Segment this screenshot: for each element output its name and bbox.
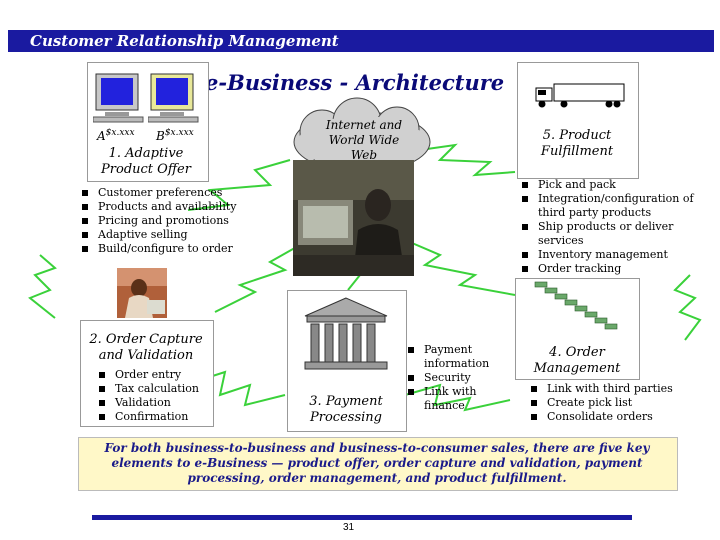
- order-mgmt-box: [515, 278, 640, 380]
- connector-center-to-offer: [187, 159, 291, 211]
- connector-center-to-fulfillment: [419, 143, 516, 177]
- header-bar: [8, 30, 714, 52]
- bullet-item: Link with finance: [408, 385, 498, 413]
- order-capture-bullets: Order entry Tax calculation Validation C…: [99, 368, 209, 424]
- bullet-item: Create pick list: [531, 396, 681, 410]
- bullet-item: Pricing and promotions: [82, 214, 262, 228]
- bank-icon: [303, 296, 389, 378]
- conveyor-icon: [530, 280, 620, 339]
- terminal-b-icon: [147, 72, 200, 128]
- connector-center-to-mgmt: [404, 239, 516, 296]
- summary-box: [78, 437, 678, 491]
- payment-bullets: Payment information Security Link with f…: [408, 343, 498, 413]
- terminal-a-label: A$x.xxx: [97, 128, 135, 143]
- truck-icon: [534, 82, 626, 114]
- cloud-label: Internet and World Wide Web: [325, 118, 403, 162]
- bullet-item: Tax calculation: [99, 382, 209, 396]
- connector-mgmt-to-fulfillment: [673, 274, 702, 341]
- bullet-item: Confirmation: [99, 410, 209, 424]
- bullet-item: Inventory management: [522, 248, 717, 262]
- bullet-item: Link with third parties: [531, 382, 681, 396]
- bullet-item: Security: [408, 371, 498, 385]
- bullet-item: Ship products or deliver services: [522, 220, 717, 248]
- bullet-item: Consolidate orders: [531, 410, 681, 424]
- adaptive-offer-heading: 1. Adaptive Product Offer: [101, 146, 191, 177]
- bullet-item: Build/configure to order: [82, 242, 262, 256]
- payment-heading: 3. Payment Processing: [309, 394, 383, 425]
- bullet-item: Order tracking: [522, 262, 717, 276]
- connector-center-to-capture: [214, 244, 301, 313]
- connector-offer-to-capture: [28, 254, 57, 319]
- fulfillment-bullets: Pick and pack Integration/configuration …: [522, 178, 717, 276]
- diagram-title: e-Business - Architecture: [205, 70, 505, 95]
- page-number: 31: [343, 522, 355, 533]
- connector-capture-to-payment: [199, 370, 286, 407]
- order-mgmt-heading: 4. Order Management: [533, 345, 621, 376]
- order-mgmt-bullets: Link with third parties Create pick list…: [531, 382, 681, 424]
- bullet-item: Products and availability: [82, 200, 262, 214]
- bullet-item: Customer preferences: [82, 186, 262, 200]
- bullet-item: Adaptive selling: [82, 228, 262, 242]
- terminal-b-label: B$x.xxx: [156, 128, 194, 143]
- bullet-item: Payment information: [408, 343, 498, 371]
- fulfillment-box: [517, 62, 639, 179]
- adaptive-offer-bullets: Customer preferences Products and availa…: [82, 186, 262, 256]
- order-capture-heading: 2. Order Capture and Validation: [89, 332, 203, 363]
- fulfillment-heading: 5. Product Fulfillment: [540, 128, 614, 159]
- center-photo: [293, 160, 414, 276]
- connector-payment-to-mgmt: [404, 383, 511, 412]
- bullet-item: Pick and pack: [522, 178, 717, 192]
- summary-text: For both business-to-business and busine…: [104, 441, 650, 485]
- bullet-item: Order entry: [99, 368, 209, 382]
- order-capture-photo: [117, 268, 167, 318]
- bullet-item: Validation: [99, 396, 209, 410]
- footer-bar: [92, 515, 632, 520]
- terminal-a-icon: [92, 72, 145, 128]
- bullet-item: Integration/configuration of third party…: [522, 192, 717, 220]
- header-title: Customer Relationship Management: [30, 32, 339, 50]
